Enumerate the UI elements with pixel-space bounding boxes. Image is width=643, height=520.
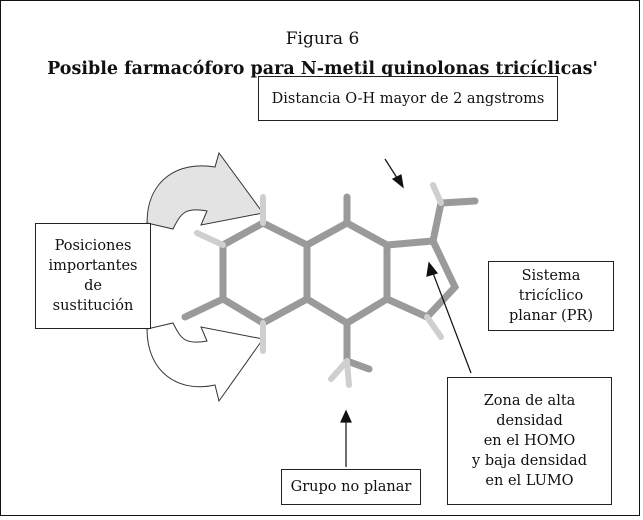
callout-tricyclic-system: Sistema tricíclico planar (PR) <box>488 261 614 331</box>
figure-heading: Posible farmacóforo para N-metil quinolo… <box>47 59 598 79</box>
pointer-arrows <box>340 158 472 467</box>
callout-nonplanar-group: Grupo no planar <box>281 469 421 505</box>
curved-arrow-bottom <box>146 322 264 403</box>
callout-distance: Distancia O-H mayor de 2 angstroms <box>258 76 558 121</box>
molecule-hydrogens <box>194 182 444 388</box>
callout-substitution-positions: Posiciones importantes de sustitución <box>35 223 151 329</box>
curved-arrow-top <box>146 151 264 230</box>
figure-label: Figura 6 <box>285 29 360 49</box>
callout-homo-lumo-zone: Zona de alta densidad en el HOMO y baja … <box>447 377 612 505</box>
molecule-bonds <box>181 193 479 373</box>
